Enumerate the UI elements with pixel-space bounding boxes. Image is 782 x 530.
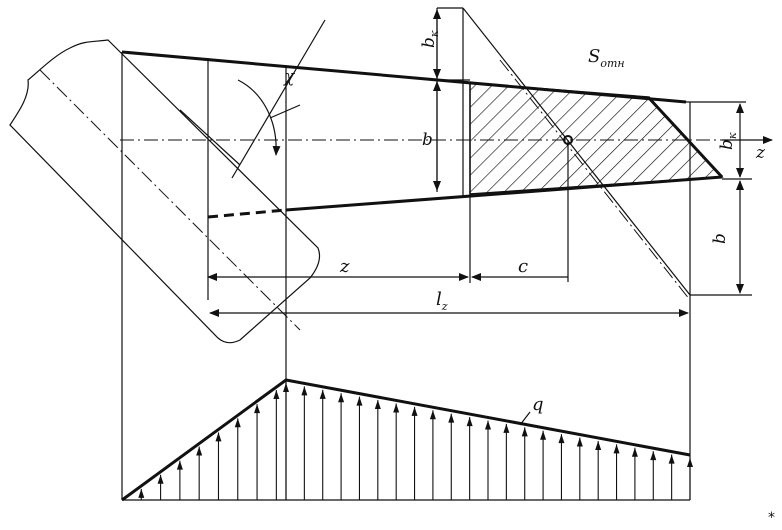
load-arrow-head (466, 417, 473, 427)
load-arrow-head (595, 440, 602, 450)
load-diagram (121, 378, 693, 502)
label-bk-upper: bк (419, 30, 441, 48)
center-column (430, 7, 471, 283)
load-arrow-head (215, 432, 222, 442)
load-arrow-head (576, 437, 583, 447)
load-arrow-head (540, 430, 547, 440)
label-b-upper: b (422, 130, 433, 150)
load-arrow-head (558, 434, 565, 444)
hatched-area (469, 82, 724, 195)
load-arrow-head (503, 423, 510, 433)
load-arrow-head (485, 420, 491, 430)
label-c-dim: c (518, 256, 528, 277)
load-arrow-head (338, 393, 345, 403)
load-arrow-head (631, 447, 638, 457)
load-arrow-head (521, 427, 528, 437)
load-arrow-head (668, 454, 675, 464)
load-arrow-head (196, 446, 203, 456)
load-arrow-head (429, 410, 436, 420)
label-q: q (532, 394, 544, 415)
load-arrow-head (157, 474, 164, 484)
load-arrow-head (254, 404, 261, 414)
bottom-dimensions (207, 140, 689, 317)
load-arrow-head (374, 400, 381, 410)
load-arrow-head (283, 383, 289, 392)
angle-arc (237, 79, 281, 156)
corner-mark: * (768, 510, 775, 526)
label-lz-dim: lz (436, 289, 448, 313)
label-z-axis: z (755, 143, 766, 163)
load-arrow-head (234, 418, 241, 428)
load-arrow-head (393, 403, 400, 413)
load-arrow-head (448, 413, 455, 423)
right-dimensions (686, 101, 773, 296)
label-b-right: b (710, 233, 730, 244)
construction-lines (120, 7, 760, 301)
load-arrow-head (176, 460, 183, 470)
label-bk-right: bк (717, 132, 739, 150)
tool-shank (9, 39, 321, 344)
load-arrow-head (138, 488, 145, 498)
load-arrow-head (319, 389, 326, 399)
label-angle: χ (283, 67, 296, 87)
load-arrow-head (411, 406, 418, 416)
load-arrow-head (613, 444, 620, 454)
load-arrow-head (650, 451, 657, 461)
load-arrow-head (687, 458, 693, 467)
label-z-dim: z (339, 256, 350, 277)
load-arrow-head (301, 386, 308, 396)
load-arrow-head (273, 390, 280, 400)
label-s-otn: Sотн (588, 46, 625, 70)
load-arrow-head (356, 396, 363, 406)
